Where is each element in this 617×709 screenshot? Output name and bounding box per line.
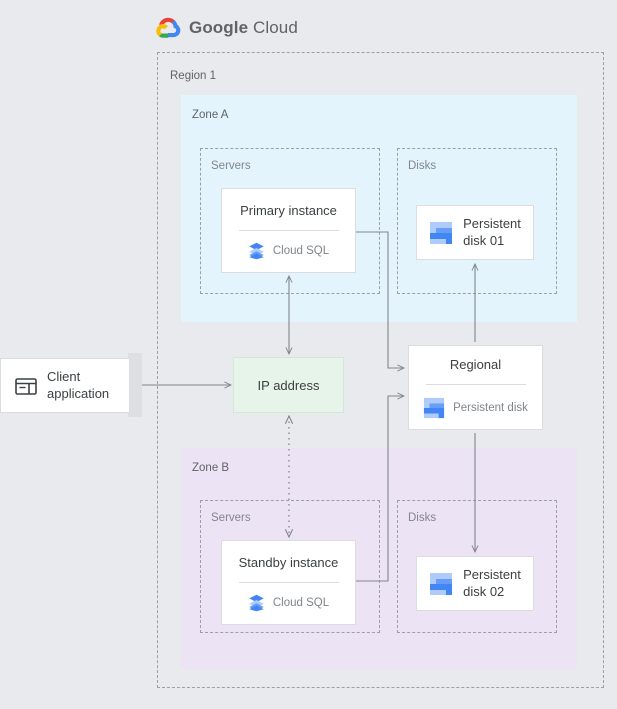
disk-label-line2: disk 01 <box>463 232 505 248</box>
regional-disk-product: Persistent disk <box>423 396 528 420</box>
primary-instance-card[interactable]: Primary instance Cloud SQL <box>221 188 356 273</box>
primary-instance-product: Cloud SQL <box>248 242 329 260</box>
ip-address-node[interactable]: IP address <box>233 357 344 413</box>
client-window-icon <box>15 377 37 395</box>
persistent-disk-icon <box>430 221 453 244</box>
client-label-line2: application <box>47 385 110 401</box>
disks-group-label: Disks <box>408 512 437 524</box>
regional-disk-product-label: Persistent disk <box>453 402 528 415</box>
cloud-sql-icon <box>249 242 264 260</box>
google-cloud-brand: Google Cloud <box>155 15 298 41</box>
servers-group-label: Servers <box>211 160 251 172</box>
disks-group-label: Disks <box>408 160 437 172</box>
regional-disk-title: Regional <box>449 356 502 372</box>
standby-instance-product: Cloud SQL <box>248 594 329 612</box>
persistent-disk-01-label: Persistent disk 01 <box>463 216 521 250</box>
zone-a-label: Zone A <box>192 109 229 121</box>
servers-group-label: Servers <box>211 512 251 524</box>
persistent-disk-02-label: Persistent disk 02 <box>463 567 521 601</box>
disks-group-zone-a: Disks <box>397 148 557 294</box>
divider <box>238 230 339 232</box>
region-label: Region 1 <box>170 70 217 82</box>
divider <box>238 582 339 584</box>
regional-persistent-disk-card[interactable]: Regional Persistent disk <box>408 345 543 430</box>
cloud-sql-icon <box>249 594 264 612</box>
client-application-shadow <box>128 353 142 417</box>
brand-text: Google Cloud <box>189 18 298 38</box>
standby-instance-card[interactable]: Standby instance Cloud SQL <box>221 540 356 625</box>
connector-standby-to-regional <box>356 396 404 582</box>
disk-label-line1: Persistent <box>463 215 521 231</box>
persistent-disk-icon <box>430 572 453 595</box>
client-application-label: Client application <box>47 369 109 403</box>
ip-address-label: IP address <box>257 377 320 393</box>
client-label-line1: Client <box>47 368 81 384</box>
standby-instance-title: Standby instance <box>238 554 339 570</box>
brand-cloud: Cloud <box>252 18 298 37</box>
primary-instance-product-label: Cloud SQL <box>272 245 330 258</box>
brand-google: Google <box>189 18 249 37</box>
region-container: Region 1 <box>157 52 604 688</box>
client-application-card[interactable]: Client application <box>0 358 130 413</box>
primary-instance-title: Primary instance <box>240 202 337 218</box>
zone-b-label: Zone B <box>192 462 230 474</box>
disks-group-zone-b: Disks <box>397 500 557 633</box>
connector-primary-to-regional <box>356 231 404 368</box>
divider <box>425 384 526 386</box>
disk-label-line2: disk 02 <box>463 583 505 599</box>
google-cloud-logo-icon <box>156 17 181 38</box>
persistent-disk-02-card[interactable]: Persistent disk 02 <box>416 556 534 611</box>
disk-label-line1: Persistent <box>463 566 521 582</box>
persistent-disk-icon <box>424 398 445 419</box>
persistent-disk-01-card[interactable]: Persistent disk 01 <box>416 205 534 260</box>
standby-instance-product-label: Cloud SQL <box>272 597 330 610</box>
